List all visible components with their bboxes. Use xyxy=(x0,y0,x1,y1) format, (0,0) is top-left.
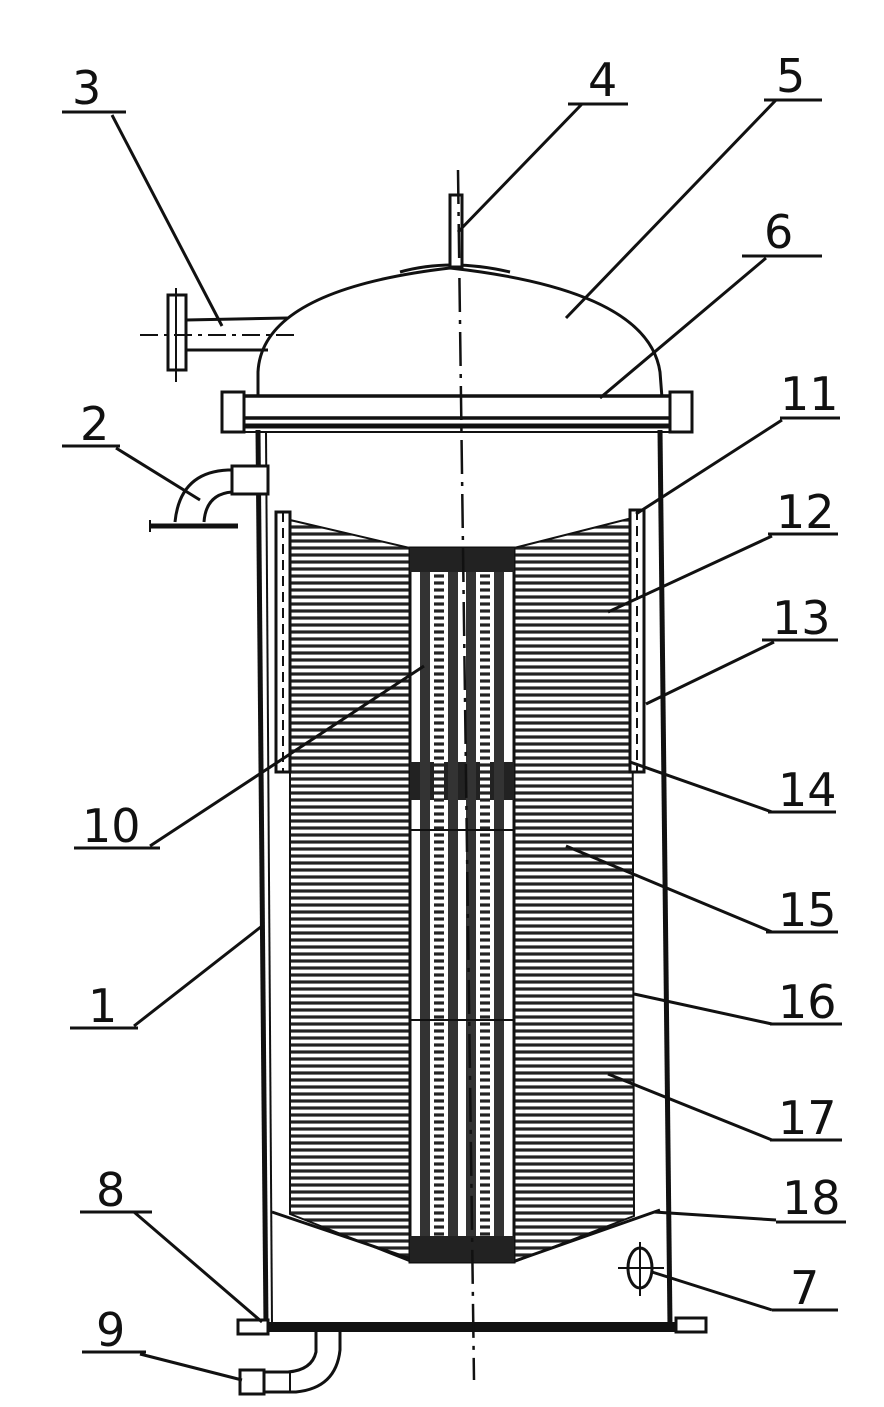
fin-tube-bundle-right xyxy=(513,516,636,1264)
central-core xyxy=(408,546,516,1264)
vessel-shell xyxy=(255,429,673,1327)
label-8: 8 xyxy=(96,1163,125,1217)
label-18: 18 xyxy=(782,1171,841,1225)
label-15: 15 xyxy=(778,883,837,937)
center-line xyxy=(456,169,476,1381)
label-2: 2 xyxy=(80,397,109,451)
body-flange xyxy=(220,390,694,434)
label-6: 6 xyxy=(764,205,793,259)
fin-tube-bundle-left xyxy=(289,518,414,1264)
label-11: 11 xyxy=(780,367,839,421)
label-14: 14 xyxy=(778,763,837,817)
side-inlet-nozzle xyxy=(140,288,300,382)
label-5: 5 xyxy=(776,49,805,103)
label-3: 3 xyxy=(72,61,101,115)
label-1: 1 xyxy=(88,979,117,1033)
label-16: 16 xyxy=(778,975,837,1029)
label-13: 13 xyxy=(772,591,831,645)
callout-labels: 1 2 3 4 5 6 7 8 9 10 11 12 13 14 15 16 1… xyxy=(72,49,841,1357)
label-4: 4 xyxy=(588,53,617,107)
label-10: 10 xyxy=(82,799,141,853)
label-17: 17 xyxy=(778,1091,837,1145)
bottom-outlet-elbow xyxy=(238,1328,342,1396)
sight-glass xyxy=(618,1242,664,1296)
label-9: 9 xyxy=(96,1303,125,1357)
label-12: 12 xyxy=(776,485,835,539)
right-support-rod xyxy=(628,508,646,774)
upper-elbow-nozzle xyxy=(149,464,270,532)
bottom-plate xyxy=(236,1316,708,1336)
leader-lines xyxy=(62,98,846,1382)
left-support-rod xyxy=(274,510,292,774)
label-7: 7 xyxy=(790,1261,819,1315)
